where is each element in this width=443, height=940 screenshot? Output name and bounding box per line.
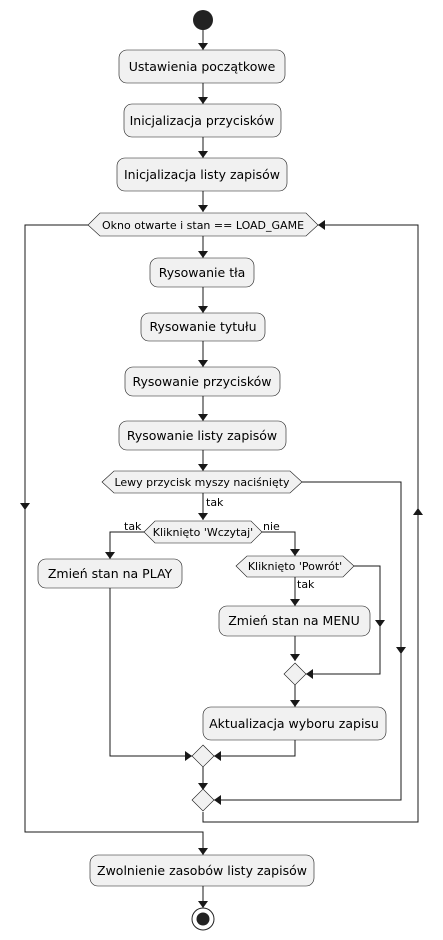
activity-init-saves: Inicjalizacja listy zapisów bbox=[116, 157, 288, 192]
condition-label: Lewy przycisk myszy naciśnięty bbox=[114, 476, 290, 489]
activity-label: Rysowanie przycisków bbox=[132, 374, 271, 389]
branch-label-back-yes: tak bbox=[297, 578, 315, 591]
activity-update-selection: Aktualizacja wyboru zapisu bbox=[202, 706, 387, 741]
activity-draw-buttons: Rysowanie przycisków bbox=[124, 366, 281, 397]
activity-init-settings: Ustawienia początkowe bbox=[118, 49, 286, 84]
condition-mouse-pressed: Lewy przycisk myszy naciśnięty bbox=[101, 470, 303, 494]
activity-init-buttons: Inicjalizacja przycisków bbox=[123, 103, 282, 138]
activity-draw-title: Rysowanie tytułu bbox=[140, 312, 266, 342]
condition-label: Kliknięto 'Powrót' bbox=[248, 560, 342, 573]
branch-label-load-no: nie bbox=[263, 520, 280, 533]
activity-label: Inicjalizacja przycisków bbox=[130, 113, 275, 128]
start-node bbox=[193, 10, 213, 30]
activity-label: Ustawienia początkowe bbox=[129, 59, 276, 74]
arrowheads bbox=[20, 43, 423, 908]
merge-mouse bbox=[191, 788, 215, 812]
activity-set-play: Zmień stan na PLAY bbox=[37, 558, 183, 589]
branch-label-mouse-yes: tak bbox=[206, 496, 224, 509]
activity-set-menu: Zmień stan na MENU bbox=[218, 605, 371, 637]
merge-load bbox=[191, 744, 215, 768]
activity-label: Rysowanie listy zapisów bbox=[127, 428, 277, 443]
merge-back bbox=[283, 662, 307, 686]
condition-load-clicked: Kliknięto 'Wczytaj' bbox=[143, 520, 263, 544]
condition-loop: Okno otwarte i stan == LOAD_GAME bbox=[87, 212, 319, 237]
condition-label: Okno otwarte i stan == LOAD_GAME bbox=[102, 219, 304, 232]
condition-label: Kliknięto 'Wczytaj' bbox=[153, 526, 253, 539]
activity-label: Zmień stan na MENU bbox=[228, 613, 360, 628]
activity-label: Aktualizacja wyboru zapisu bbox=[209, 716, 379, 731]
activity-label: Zmień stan na PLAY bbox=[48, 566, 173, 581]
condition-back-clicked: Kliknięto 'Powrót' bbox=[235, 555, 355, 578]
activity-free-saves: Zwolnienie zasobów listy zapisów bbox=[89, 854, 315, 887]
activity-label: Zwolnienie zasobów listy zapisów bbox=[97, 863, 307, 878]
branch-label-load-yes: tak bbox=[124, 520, 142, 533]
activity-draw-background: Rysowanie tła bbox=[149, 257, 255, 288]
end-node bbox=[191, 907, 215, 931]
activity-label: Inicjalizacja listy zapisów bbox=[124, 167, 280, 182]
activity-label: Rysowanie tła bbox=[159, 265, 246, 280]
activity-draw-saves: Rysowanie listy zapisów bbox=[118, 420, 287, 451]
activity-label: Rysowanie tytułu bbox=[149, 319, 256, 334]
